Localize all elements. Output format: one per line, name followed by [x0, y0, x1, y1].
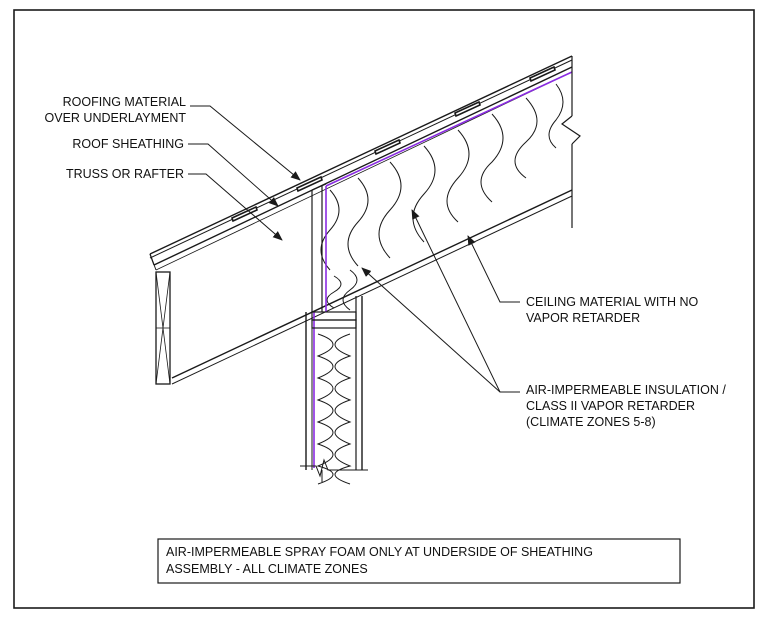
label-climate-zones: (CLIMATE ZONES 5-8) [526, 415, 656, 429]
title-line-2: ASSEMBLY - ALL CLIMATE ZONES [166, 562, 368, 576]
break-line-right [560, 56, 581, 228]
label-air-impermeable: AIR-IMPERMEABLE INSULATION / [526, 383, 726, 397]
title-box [157, 538, 681, 584]
vapor-retarder [313, 71, 573, 468]
wall-assembly [300, 296, 368, 485]
label-ceiling-material: CEILING MATERIAL WITH NO [526, 295, 699, 309]
roof-layers [149, 55, 573, 271]
label-over-underlayment: OVER UNDERLAYMENT [45, 111, 187, 125]
label-vapor-retarder: VAPOR RETARDER [526, 311, 640, 325]
blocking [311, 183, 327, 312]
label-roof-sheathing: ROOF SHEATHING [72, 137, 184, 151]
label-class-ii: CLASS II VAPOR RETARDER [526, 399, 695, 413]
title-line-1: AIR-IMPERMEABLE SPRAY FOAM ONLY AT UNDER… [166, 545, 593, 559]
attic-insulation [320, 83, 564, 311]
label-truss-rafter: TRUSS OR RAFTER [66, 167, 184, 181]
truss-rafter [155, 189, 573, 385]
leader-lines [188, 105, 520, 393]
outer-border [13, 9, 755, 609]
shingle-tabs [231, 65, 556, 223]
label-roofing-material: ROOFING MATERIAL [63, 95, 186, 109]
